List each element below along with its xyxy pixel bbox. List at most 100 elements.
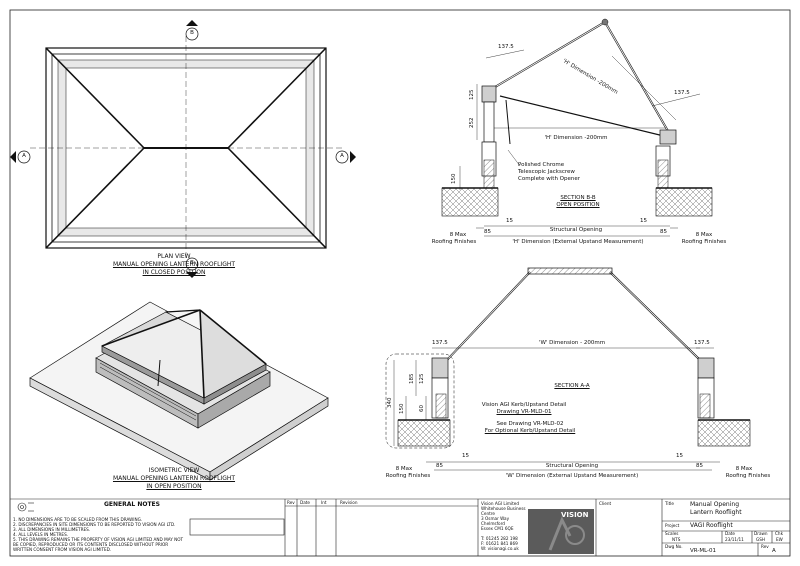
aa-dim-15-right: 15	[676, 453, 683, 459]
bb-jackscrew-note-2: Telescopic Jackscrew	[518, 169, 575, 175]
aa-dim-150: 150	[399, 403, 405, 415]
bb-dim-137-right: 137.5	[674, 90, 690, 96]
date-label: Date	[725, 531, 736, 536]
plan-marker-a-left-label: A	[22, 153, 26, 159]
plan-marker-a-right-label: A	[340, 153, 344, 159]
project-value: VAGI Rooflight	[690, 522, 733, 529]
iso-title-2: MANUAL OPENING LANTERN ROOFLIGHT	[112, 475, 236, 482]
bb-dim-h-flat: 'H' Dimension -200mm	[544, 135, 608, 141]
aa-dim-60: 60	[419, 405, 425, 412]
rev-header-int: Int	[321, 500, 327, 505]
project-label: Project	[665, 523, 680, 528]
plan-title-2: MANUAL OPENING LANTERN ROOFLIGHT	[112, 261, 236, 268]
bb-dim-125: 125	[469, 89, 475, 101]
aa-kerb-note-2: Drawing VR-MLD-01	[496, 409, 552, 415]
company-line-2: Whitehouse Business	[481, 506, 526, 511]
plan-title-1: PLAN VIEW	[157, 253, 191, 260]
dwg-label: Dwg No.	[665, 544, 683, 549]
bb-dim-85-right: 85	[660, 229, 667, 235]
sheet-border	[9, 9, 791, 557]
title-block	[10, 498, 790, 556]
company-line-3: Centre	[481, 511, 496, 516]
bb-dim-252: 252	[469, 117, 475, 129]
aa-dim-w: 'W' Dimension - 200mm	[538, 340, 606, 346]
aa-structural-opening: Structural Opening	[545, 463, 599, 469]
bb-dim-15-right: 15	[640, 218, 647, 224]
company-phone: T: 01245 282 198	[481, 536, 518, 541]
title-label: Title	[665, 501, 674, 506]
rev-value: A	[772, 548, 776, 554]
aa-external-dim: 'W' Dimension (External Upstand Measurem…	[505, 473, 639, 479]
bb-max-left-1: 8 Max	[449, 232, 467, 238]
plan-title-3: IN CLOSED POSITION	[142, 269, 206, 276]
section-marker-a-right	[335, 150, 356, 164]
company-web: W: visionagi.co.uk	[481, 546, 519, 551]
iso-title-1: ISOMETRIC VIEW	[148, 467, 200, 474]
bb-max-left-2: Roofing Finishes	[431, 239, 477, 245]
rev-header-date: Date	[300, 500, 311, 505]
title-line-1: Manual Opening	[690, 501, 740, 508]
section-marker-a-left	[10, 150, 31, 164]
aa-kerb-note-1: Vision AGI Kerb/Upstand Detail	[481, 402, 567, 408]
client-label: Client	[599, 501, 612, 506]
aa-max-left-2: Roofing Finishes	[385, 473, 431, 479]
aa-max-right-1: 8 Max	[735, 466, 753, 472]
bb-dim-15-left: 15	[506, 218, 513, 224]
bb-dim-150: 150	[451, 173, 457, 185]
aa-dim-15-left: 15	[462, 453, 469, 459]
scales-label: Scales	[665, 531, 679, 536]
isometric-view	[29, 301, 329, 481]
rev-header-rev: Rev	[287, 500, 295, 505]
bb-subtitle: OPEN POSITION	[556, 202, 600, 208]
company-line-4: 3 Osmar Way	[481, 516, 510, 521]
plan-marker-b-bottom-label: B	[190, 260, 194, 266]
notes-line-4: 4. ALL LEVELS IN METRES.	[13, 532, 69, 537]
drawn-label: Drawn	[754, 531, 768, 536]
notes-line-5: 5. THIS DRAWING REMAINS THE PROPERTY OF …	[13, 537, 184, 542]
chk-value: EW	[776, 537, 783, 542]
iso-title-3: IN OPEN POSITION	[146, 483, 202, 490]
drawn-value: GSH	[756, 537, 766, 542]
bb-max-right-1: 8 Max	[695, 232, 713, 238]
notes-heading: GENERAL NOTES	[104, 501, 160, 508]
date-value: 23/11/11	[725, 537, 744, 542]
notes-line-7: WRITTEN CONSENT FROM VISION AGI LIMITED.	[13, 547, 112, 552]
plan-view	[30, 36, 342, 262]
aa-dim-185: 185	[409, 373, 415, 385]
bb-jackscrew-note-3: Complete with Opener	[518, 176, 581, 182]
aa-dim-340: 340	[387, 397, 393, 409]
aa-dim-137-right: 137.5	[694, 340, 710, 346]
notes-line-6: BE COPIED, REPRODUCED OR ITS CONTENTS DI…	[13, 542, 169, 547]
notes-line-3: 3. ALL DIMENSIONS IN MILLIMETRES.	[13, 527, 91, 532]
aa-dim-125: 125	[419, 373, 425, 385]
aa-dim-85-left: 85	[436, 463, 443, 469]
company-line-6: Essex CM1 6QE	[481, 526, 514, 531]
section-bb	[441, 18, 713, 237]
bb-dim-85-left: 85	[484, 229, 491, 235]
scales-value: NTS	[672, 537, 681, 542]
bb-title: SECTION B-B	[560, 195, 596, 201]
bb-structural-opening: Structural Opening	[549, 227, 603, 233]
aa-dim-85-right: 85	[696, 463, 703, 469]
notes-line-2: 2. DISCREPANCIES IN SITE DIMENSIONS TO B…	[13, 522, 176, 527]
aa-optional-note-2: For Optional Kerb/Upstand Detail	[484, 428, 576, 434]
dwg-value: VR-ML-01	[690, 548, 717, 554]
bb-external-dim: 'H' Dimension (External Upstand Measurem…	[512, 239, 644, 245]
aa-title: SECTION A-A	[554, 383, 590, 389]
title-line-2: Lantern Rooflight	[690, 509, 742, 516]
rev-label: Rev	[761, 544, 769, 549]
aa-optional-note-1: See Drawing VR-MLD-02	[496, 421, 564, 427]
bb-max-right-2: Roofing Finishes	[681, 239, 727, 245]
section-marker-b-bottom	[185, 257, 199, 278]
company-logo-text: VISION	[561, 511, 589, 519]
aa-max-right-2: Roofing Finishes	[725, 473, 771, 479]
bb-dim-137-left: 137.5	[498, 44, 514, 50]
plan-marker-b-top-label: B	[190, 30, 194, 36]
company-line-1: Vision AGI Limited	[481, 501, 520, 506]
section-aa	[385, 267, 751, 471]
company-fax: F: 01621 841 869	[481, 541, 518, 546]
bb-jackscrew-note-1: Polished Chrome	[518, 162, 565, 168]
notes-line-1: 1. NO DIMENSIONS ARE TO BE SCALED FROM T…	[13, 517, 143, 522]
section-marker-b-top	[185, 20, 199, 41]
